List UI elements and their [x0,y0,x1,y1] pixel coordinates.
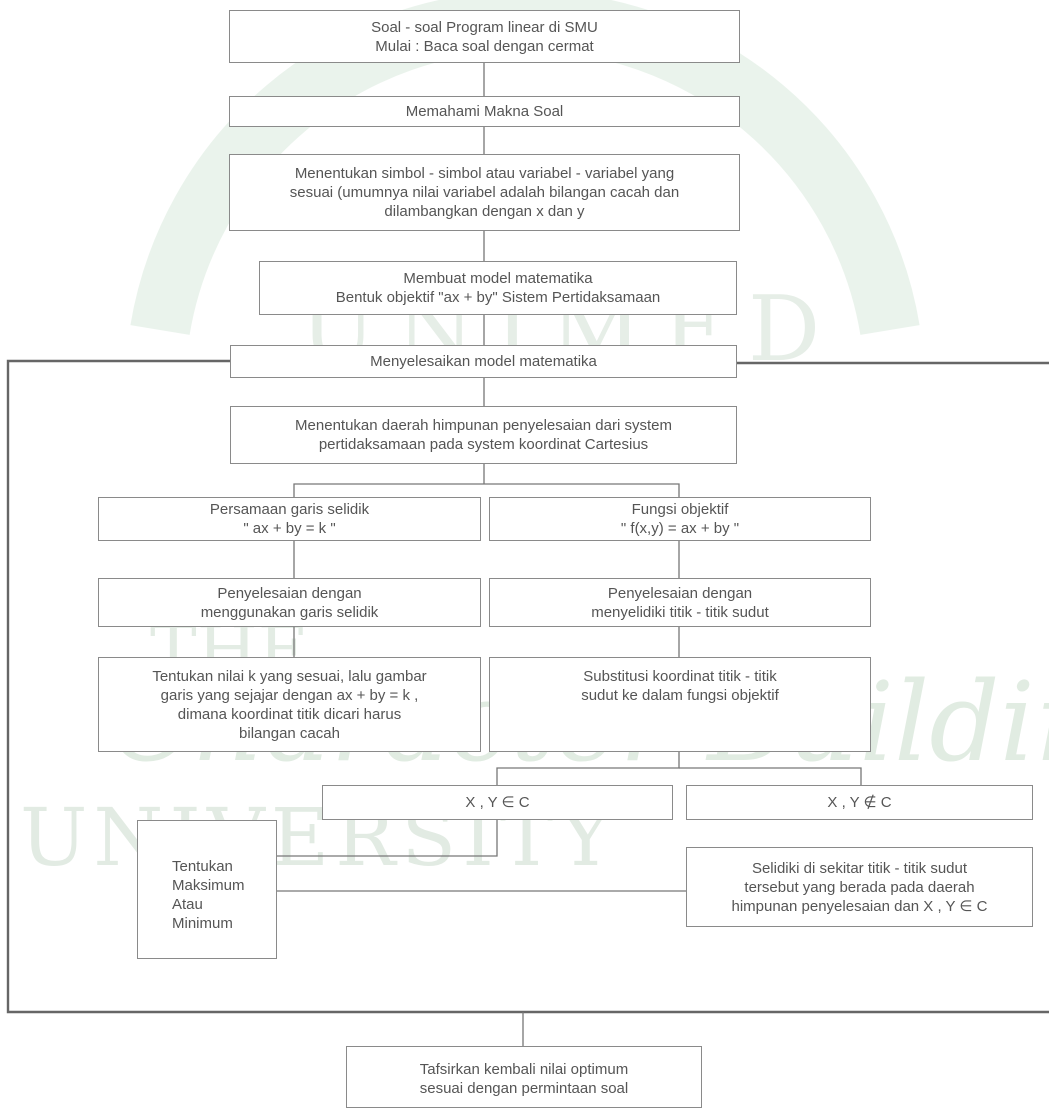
box-substitute-text: Substitusi koordinat titik - titik sudut… [581,668,779,704]
box-max-min: Tentukan Maksimum Atau Minimum [137,820,277,959]
box-by-line-text: Penyelesaian dengan menggunakan garis se… [200,584,379,621]
connector [277,820,498,857]
box-line-equation: Persamaan garis selidik " ax + by = k " [98,497,481,541]
box-max-min-text: Tentukan Maksimum Atau Minimum [172,858,245,932]
box-variables-text: Menentukan simbol - simbol atau variabel… [289,165,680,220]
box-by-corner: Penyelesaian dengan menyelidiki titik - … [489,578,871,627]
box-interpret: Tafsirkan kembali nilai optimum sesuai d… [346,1046,702,1108]
connector [293,483,680,497]
connector [496,752,680,785]
box-region: Menentukan daerah himpunan penyelesaian … [230,406,737,464]
box-by-line: Penyelesaian dengan menggunakan garis se… [98,578,481,627]
box-line-equation-text: Persamaan garis selidik " ax + by = k " [209,501,370,537]
box-solve-text: Menyelesaikan model matematika [370,353,597,370]
box-variables: Menentukan simbol - simbol atau variabel… [229,154,740,231]
box-solve: Menyelesaikan model matematika [230,345,737,378]
box-objective: Fungsi objektif " f(x,y) = ax + by " [489,497,871,541]
box-start-text: Soal - soal Program linear di SMU Mulai … [371,18,598,55]
box-not-in-c-text: X , Y ∉ C [827,794,892,811]
box-investigate: Selidiki di sekitar titik - titik sudut … [686,847,1033,927]
box-substitute: Substitusi koordinat titik - titik sudut… [489,657,871,752]
box-understand-text: Memahami Makna Soal [405,103,564,120]
box-in-c: X , Y ∈ C [322,785,673,820]
box-not-in-c: X , Y ∉ C [686,785,1033,820]
box-choose-k-text: Tentukan nilai k yang sesuai, lalu gamba… [152,667,427,742]
box-interpret-text: Tafsirkan kembali nilai optimum sesuai d… [419,1061,629,1097]
box-choose-k: Tentukan nilai k yang sesuai, lalu gamba… [98,657,481,752]
frame-left [6,359,1049,1014]
box-in-c-text: X , Y ∈ C [465,794,530,811]
box-model-text: Membuat model matematika Bentuk objektif… [335,270,661,306]
box-objective-text: Fungsi objektif " f(x,y) = ax + by " [620,501,740,537]
box-model: Membuat model matematika Bentuk objektif… [259,261,737,315]
box-investigate-text: Selidiki di sekitar titik - titik sudut … [731,859,988,915]
connector [679,767,862,785]
box-region-text: Menentukan daerah himpunan penyelesaian … [295,417,672,453]
box-start: Soal - soal Program linear di SMU Mulai … [229,10,740,63]
box-understand: Memahami Makna Soal [229,96,740,127]
box-by-corner-text: Penyelesaian dengan menyelidiki titik - … [591,584,769,621]
